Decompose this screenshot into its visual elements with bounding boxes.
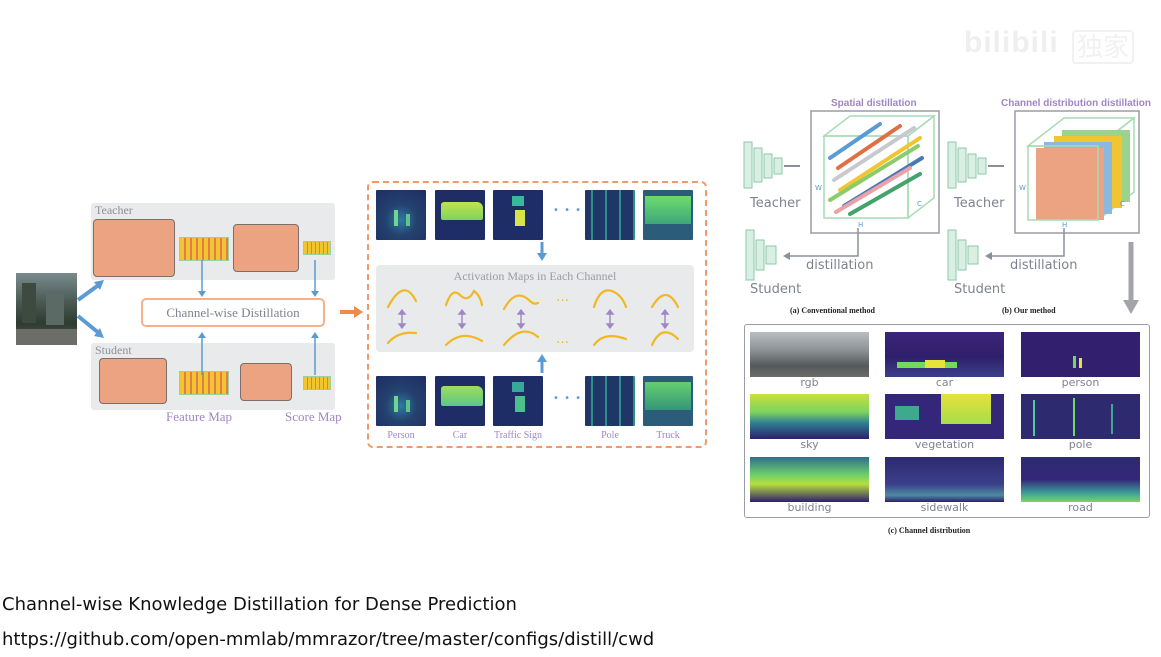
teacher-heatmap-pole (585, 190, 635, 240)
spatial-distillation-title: Spatial distillation (831, 98, 917, 109)
grid-label-person: person (1061, 376, 1100, 389)
activation-dots-top: … (556, 290, 569, 305)
caption-conventional-method: (a) Conventional method (790, 306, 875, 315)
grid-image-sidewalk (885, 457, 1004, 502)
channel-distribution-cube (1014, 110, 1140, 234)
channel-wise-distillation-box: Channel-wise Distillation (141, 298, 325, 327)
student-heatmap-car (435, 376, 485, 426)
caption-our-method: (b) Our method (1002, 306, 1056, 315)
student-panel: Student (91, 343, 335, 410)
student-label-a: Student (750, 282, 802, 297)
student-label-b: Student (954, 282, 1006, 297)
teacher-head-block (233, 224, 299, 272)
feature-map-label: Feature Map (166, 409, 233, 424)
distillation-arrow-a (783, 228, 859, 260)
input-arrows (76, 280, 104, 338)
channel-axis-c: C (1120, 200, 1125, 208)
grid-image-rgb (750, 332, 869, 377)
student-feature-map-icon (179, 371, 229, 395)
caption-channel-distribution: (c) Channel distribution (888, 526, 971, 535)
student-network-icon-a (745, 229, 777, 281)
teacher-network-icon-b (947, 141, 1004, 189)
middle-arrow-down (537, 242, 547, 261)
teacher-heatmap-traffic-sign (493, 190, 543, 240)
grid-image-vegetation (885, 394, 1004, 439)
student-heatmap-traffic-sign (493, 376, 543, 426)
middle-arrow-up (537, 354, 547, 373)
grid-label-sky: sky (800, 438, 819, 451)
teacher-feature-map-icon (179, 237, 229, 261)
paper-title: Channel-wise Knowledge Distillation for … (2, 594, 517, 615)
spatial-axis-w: W (815, 184, 822, 192)
teacher-label: Teacher (95, 203, 133, 217)
channel-distribution-distillation-title: Channel distribution distillation (1001, 98, 1151, 109)
teacher-network-icon-a (743, 141, 800, 189)
grid-image-sky (750, 394, 869, 439)
grid-label-rgb: rgb (800, 376, 819, 389)
class-label-car: Car (452, 430, 468, 441)
student-heatmap-person (376, 376, 426, 426)
score-map-label: Score Map (285, 409, 342, 424)
grid-image-pole (1021, 394, 1140, 439)
grid-label-road: road (1068, 501, 1093, 514)
activation-dots-bottom: … (556, 332, 569, 347)
teacher-label-a: Teacher (750, 196, 801, 211)
left-vertical-arrows (198, 260, 319, 375)
activation-panel (367, 181, 707, 448)
student-backbone-block (99, 358, 167, 404)
gray-down-arrow (1123, 242, 1139, 314)
activation-maps-title: Activation Maps in Each Channel (453, 269, 617, 283)
activation-maps-box: Activation Maps in Each Channel (376, 265, 694, 352)
distillation-label-b: distillation (1010, 258, 1078, 273)
grid-label-car: car (935, 376, 954, 389)
grid-label-pole: pole (1068, 438, 1093, 451)
channel-axis-h: H (1062, 221, 1068, 229)
repo-url[interactable]: https://github.com/open-mmlab/mmrazor/tr… (2, 629, 655, 650)
distillation-label-a: distillation (806, 258, 874, 273)
student-heatmap-truck (643, 376, 693, 426)
grid-image-person (1021, 332, 1140, 377)
class-label-person: Person (387, 430, 415, 441)
spatial-axis-c: C (917, 200, 922, 208)
watermark-tag: 独家 (1072, 30, 1135, 64)
grid-label-building: building (787, 501, 832, 514)
grid-image-car (885, 332, 1004, 377)
teacher-heatmap-car (435, 190, 485, 240)
student-label: Student (95, 343, 132, 357)
grid-image-road (1021, 457, 1140, 502)
class-label-traffic-sign: Traffic Sign (493, 430, 543, 441)
watermark: bilibili 独家 (962, 22, 1142, 92)
class-label-pole: Pole (601, 430, 619, 441)
top-row-ellipsis: • • • (553, 205, 583, 216)
teacher-heatmap-truck (643, 190, 693, 240)
spatial-axis-h: H (858, 221, 864, 229)
channel-wise-distillation-label: Channel-wise Distillation (166, 305, 300, 320)
student-head-block (240, 363, 292, 401)
teacher-panel: Teacher (91, 203, 335, 280)
activation-curves (386, 289, 680, 347)
teacher-backbone-block (93, 219, 175, 277)
bottom-row-ellipsis: • • • (553, 393, 583, 404)
channel-axis-w: W (1019, 184, 1026, 192)
grid-image-building (750, 457, 869, 502)
input-street-image (16, 273, 77, 345)
orange-arrow (340, 306, 363, 318)
student-heatmap-pole (585, 376, 635, 426)
grid-label-sidewalk: sidewalk (920, 501, 969, 514)
teacher-heatmap-person (376, 190, 426, 240)
student-network-icon-b (947, 229, 979, 281)
grid-label-vegetation: vegetation (914, 438, 975, 451)
teacher-label-b: Teacher (954, 196, 1005, 211)
spatial-distillation-cube (810, 110, 940, 234)
student-score-map-icon (303, 376, 331, 390)
teacher-score-map-icon (303, 241, 331, 255)
bilibili-logo: bilibili (964, 26, 1059, 59)
distillation-arrow-b (985, 228, 1065, 260)
class-label-truck: Truck (656, 430, 680, 441)
